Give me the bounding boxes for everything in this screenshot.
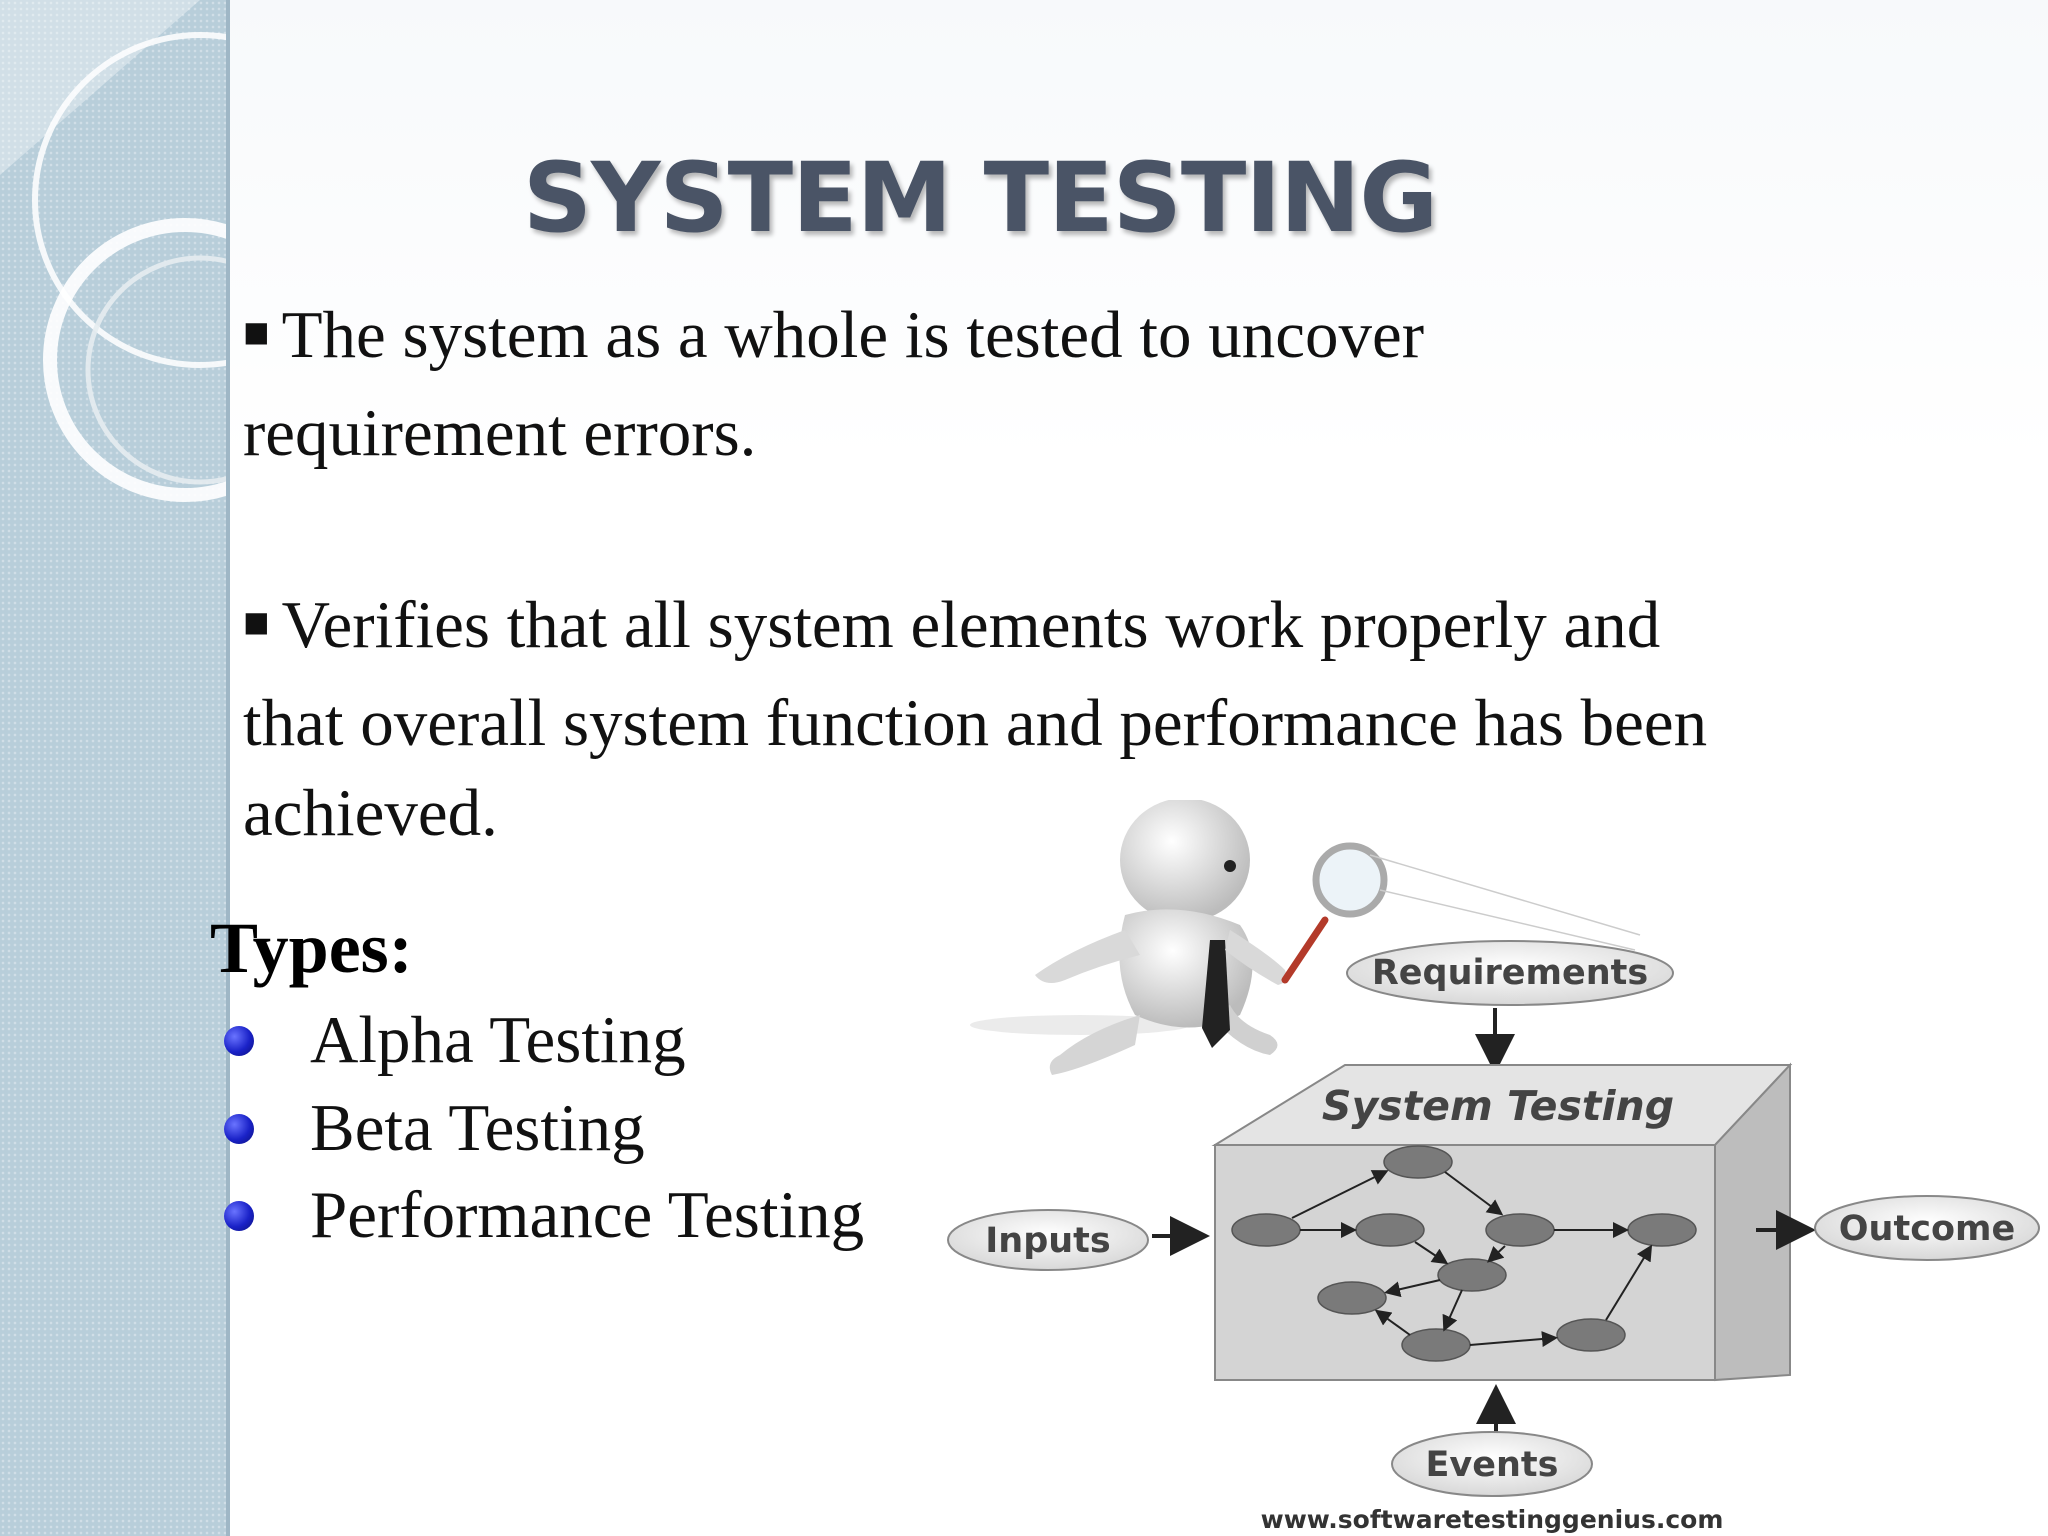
square-bullet-icon: ■ bbox=[243, 308, 270, 357]
internal-flow-graph bbox=[1231, 1145, 1697, 1362]
decorative-circles-icon bbox=[0, 0, 228, 502]
events-node: Events bbox=[1391, 1431, 1593, 1497]
magnifying-glass-figure-icon bbox=[970, 800, 1641, 1075]
type-item-performance: Performance Testing bbox=[224, 1172, 864, 1258]
slide-title: SYSTEM TESTING bbox=[522, 142, 1438, 254]
inputs-label: Inputs bbox=[985, 1221, 1110, 1261]
internal-flow-arrows bbox=[1291, 1170, 1653, 1347]
blue-dot-bullet-icon bbox=[224, 1113, 254, 1144]
types-heading: Types: bbox=[210, 908, 413, 988]
bullet-text-1: The system as a whole is tested to uncov… bbox=[243, 298, 1425, 470]
outcome-node: Outcome bbox=[1814, 1195, 2040, 1261]
website-url: www.softwaretestinggenius.com bbox=[1261, 1505, 1724, 1534]
type-label: Beta Testing bbox=[310, 1091, 645, 1165]
system-testing-diagram: Requirements System Testing bbox=[947, 800, 2040, 1534]
bullet-text-2: Verifies that all system elements work p… bbox=[243, 588, 1708, 850]
box-title: System Testing bbox=[1322, 1082, 1674, 1130]
type-label: Performance Testing bbox=[310, 1178, 865, 1252]
blue-dot-bullet-icon bbox=[224, 1025, 254, 1056]
type-item-alpha: Alpha Testing bbox=[224, 997, 686, 1083]
bullet-paragraph-1: ■The system as a whole is tested to unco… bbox=[243, 290, 1743, 478]
sidebar-edge bbox=[226, 0, 230, 1536]
outcome-label: Outcome bbox=[1839, 1209, 2015, 1249]
type-item-beta: Beta Testing bbox=[224, 1085, 645, 1171]
bullet-paragraph-2: ■Verifies that all system elements work … bbox=[243, 580, 1743, 858]
type-label: Alpha Testing bbox=[310, 1003, 686, 1077]
blue-dot-bullet-icon bbox=[224, 1200, 254, 1231]
requirements-label: Requirements bbox=[1372, 953, 1648, 993]
requirements-node: Requirements bbox=[1346, 940, 1674, 1006]
decorative-sidebar bbox=[0, 0, 228, 1536]
events-label: Events bbox=[1426, 1445, 1559, 1485]
square-bullet-icon: ■ bbox=[243, 598, 270, 647]
inputs-node: Inputs bbox=[947, 1209, 1149, 1271]
